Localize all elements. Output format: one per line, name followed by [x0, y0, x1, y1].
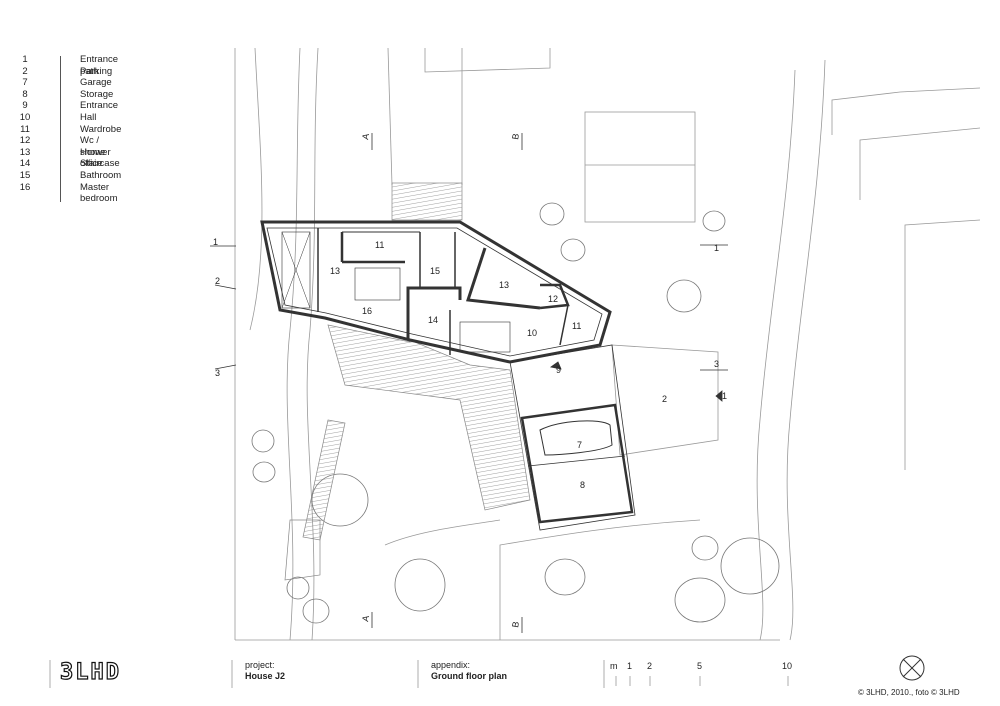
room-labels: 1 2 7 8 9 10 11 11 12 13 13 14 15 16	[330, 240, 727, 490]
legend-item: 1 Entrance path	[12, 54, 118, 77]
site-context	[234, 47, 981, 641]
section-b-top: B	[510, 133, 521, 141]
legend-item: 11 Wardrobe	[12, 123, 121, 136]
legend-number: 10	[19, 111, 31, 123]
garage	[509, 344, 636, 531]
legend-label: Wc / shower	[80, 135, 111, 158]
legend-number: 7	[22, 77, 28, 89]
legend-item: 14 Staircase	[12, 158, 120, 170]
terrace-hatch	[284, 182, 531, 581]
legend-number: 11	[20, 123, 30, 135]
room-legend: 1 Entrance path 2 Parking 7 Garage 8 Storage 9 En…	[12, 54, 122, 205]
scale-tick-10: 10	[782, 661, 793, 671]
legend-item: 16 Master bedroom	[12, 181, 118, 205]
legend-label: Storage	[80, 88, 114, 100]
legend-label: Parking	[80, 65, 113, 77]
legend-number: 15	[19, 169, 31, 181]
legend-number: 14	[19, 158, 31, 170]
legend-label: Master bedroom	[80, 181, 118, 205]
project-label: project:	[245, 660, 275, 670]
room-label-9: 9	[556, 365, 561, 375]
project-value: House J2	[245, 671, 286, 681]
room-label-10: 10	[527, 328, 537, 338]
scale-tick-5: 5	[697, 661, 703, 671]
room-label-14: 14	[428, 315, 438, 325]
legend-item: 9 Entrance	[12, 100, 118, 112]
legend-item: 13 Home office	[12, 146, 106, 170]
legend-item: 12 Wc / shower	[12, 135, 111, 158]
section-2-left: 2	[215, 276, 220, 286]
title-block-lines	[49, 660, 789, 688]
section-1-left: 1	[213, 237, 218, 247]
firm-logo: 3LHD	[59, 659, 121, 685]
appendix-label: appendix:	[431, 660, 471, 670]
legend-number: 8	[22, 88, 28, 100]
section-1-right: 1	[714, 243, 719, 253]
legend-number: 16	[19, 181, 31, 193]
legend-label: Entrance	[80, 100, 119, 112]
legend-item: 7 Garage	[12, 77, 111, 89]
room-label-15: 15	[430, 266, 440, 276]
scale-unit: m	[610, 661, 618, 671]
copyright-credit: © 3LHD, 2010., foto © 3LHD	[858, 688, 960, 697]
north-arrow-icon	[899, 655, 925, 681]
legend-number: 9	[22, 100, 28, 112]
section-b-bottom: B	[510, 621, 521, 629]
room-label-1: 1	[722, 391, 727, 401]
legend-item: 2 Parking	[12, 65, 112, 78]
project-block: project: House J2	[245, 660, 285, 682]
section-a-top: A	[360, 133, 371, 141]
legend-divider	[60, 56, 61, 202]
legend-label: Home office	[80, 146, 106, 170]
scale-tick-1: 1	[627, 661, 633, 671]
room-label-13-office: 13	[499, 280, 509, 290]
legend-label: Staircase	[80, 158, 120, 170]
room-label-7: 7	[577, 440, 582, 450]
legend-label: Bathroom	[80, 169, 122, 181]
legend-item: 8 Storage	[12, 88, 113, 101]
appendix-block: appendix: Ground floor plan	[431, 660, 507, 682]
section-markers	[210, 133, 728, 633]
legend-label: Hall	[80, 111, 97, 123]
room-label-11-hall: 11	[572, 321, 581, 331]
legend-number: 13	[19, 146, 31, 158]
legend-number: 1	[22, 54, 28, 65]
room-label-11-wardrobe: 11	[375, 240, 384, 250]
section-labels: A A B B 1 1 2 3 3	[213, 133, 719, 629]
legend-number: 12	[19, 135, 31, 147]
room-label-12: 12	[548, 294, 558, 304]
legend-label: Entrance path	[80, 54, 119, 77]
room-label-13-bedroom: 13	[330, 266, 340, 276]
legend-item: 15 Bathroom	[12, 169, 121, 182]
section-a-bottom: A	[360, 615, 371, 623]
legend-item: 10 Hall	[12, 111, 97, 124]
legend-label: Wardrobe	[80, 123, 122, 135]
legend-number: 2	[22, 65, 28, 77]
legend-label: Garage	[80, 77, 112, 89]
room-label-16: 16	[362, 306, 372, 316]
appendix-value: Ground floor plan	[431, 671, 507, 681]
section-3-right: 3	[714, 359, 719, 369]
scale-tick-2: 2	[647, 661, 653, 671]
section-3-left: 3	[215, 368, 220, 378]
room-label-2: 2	[662, 394, 667, 404]
room-label-8: 8	[580, 480, 585, 490]
